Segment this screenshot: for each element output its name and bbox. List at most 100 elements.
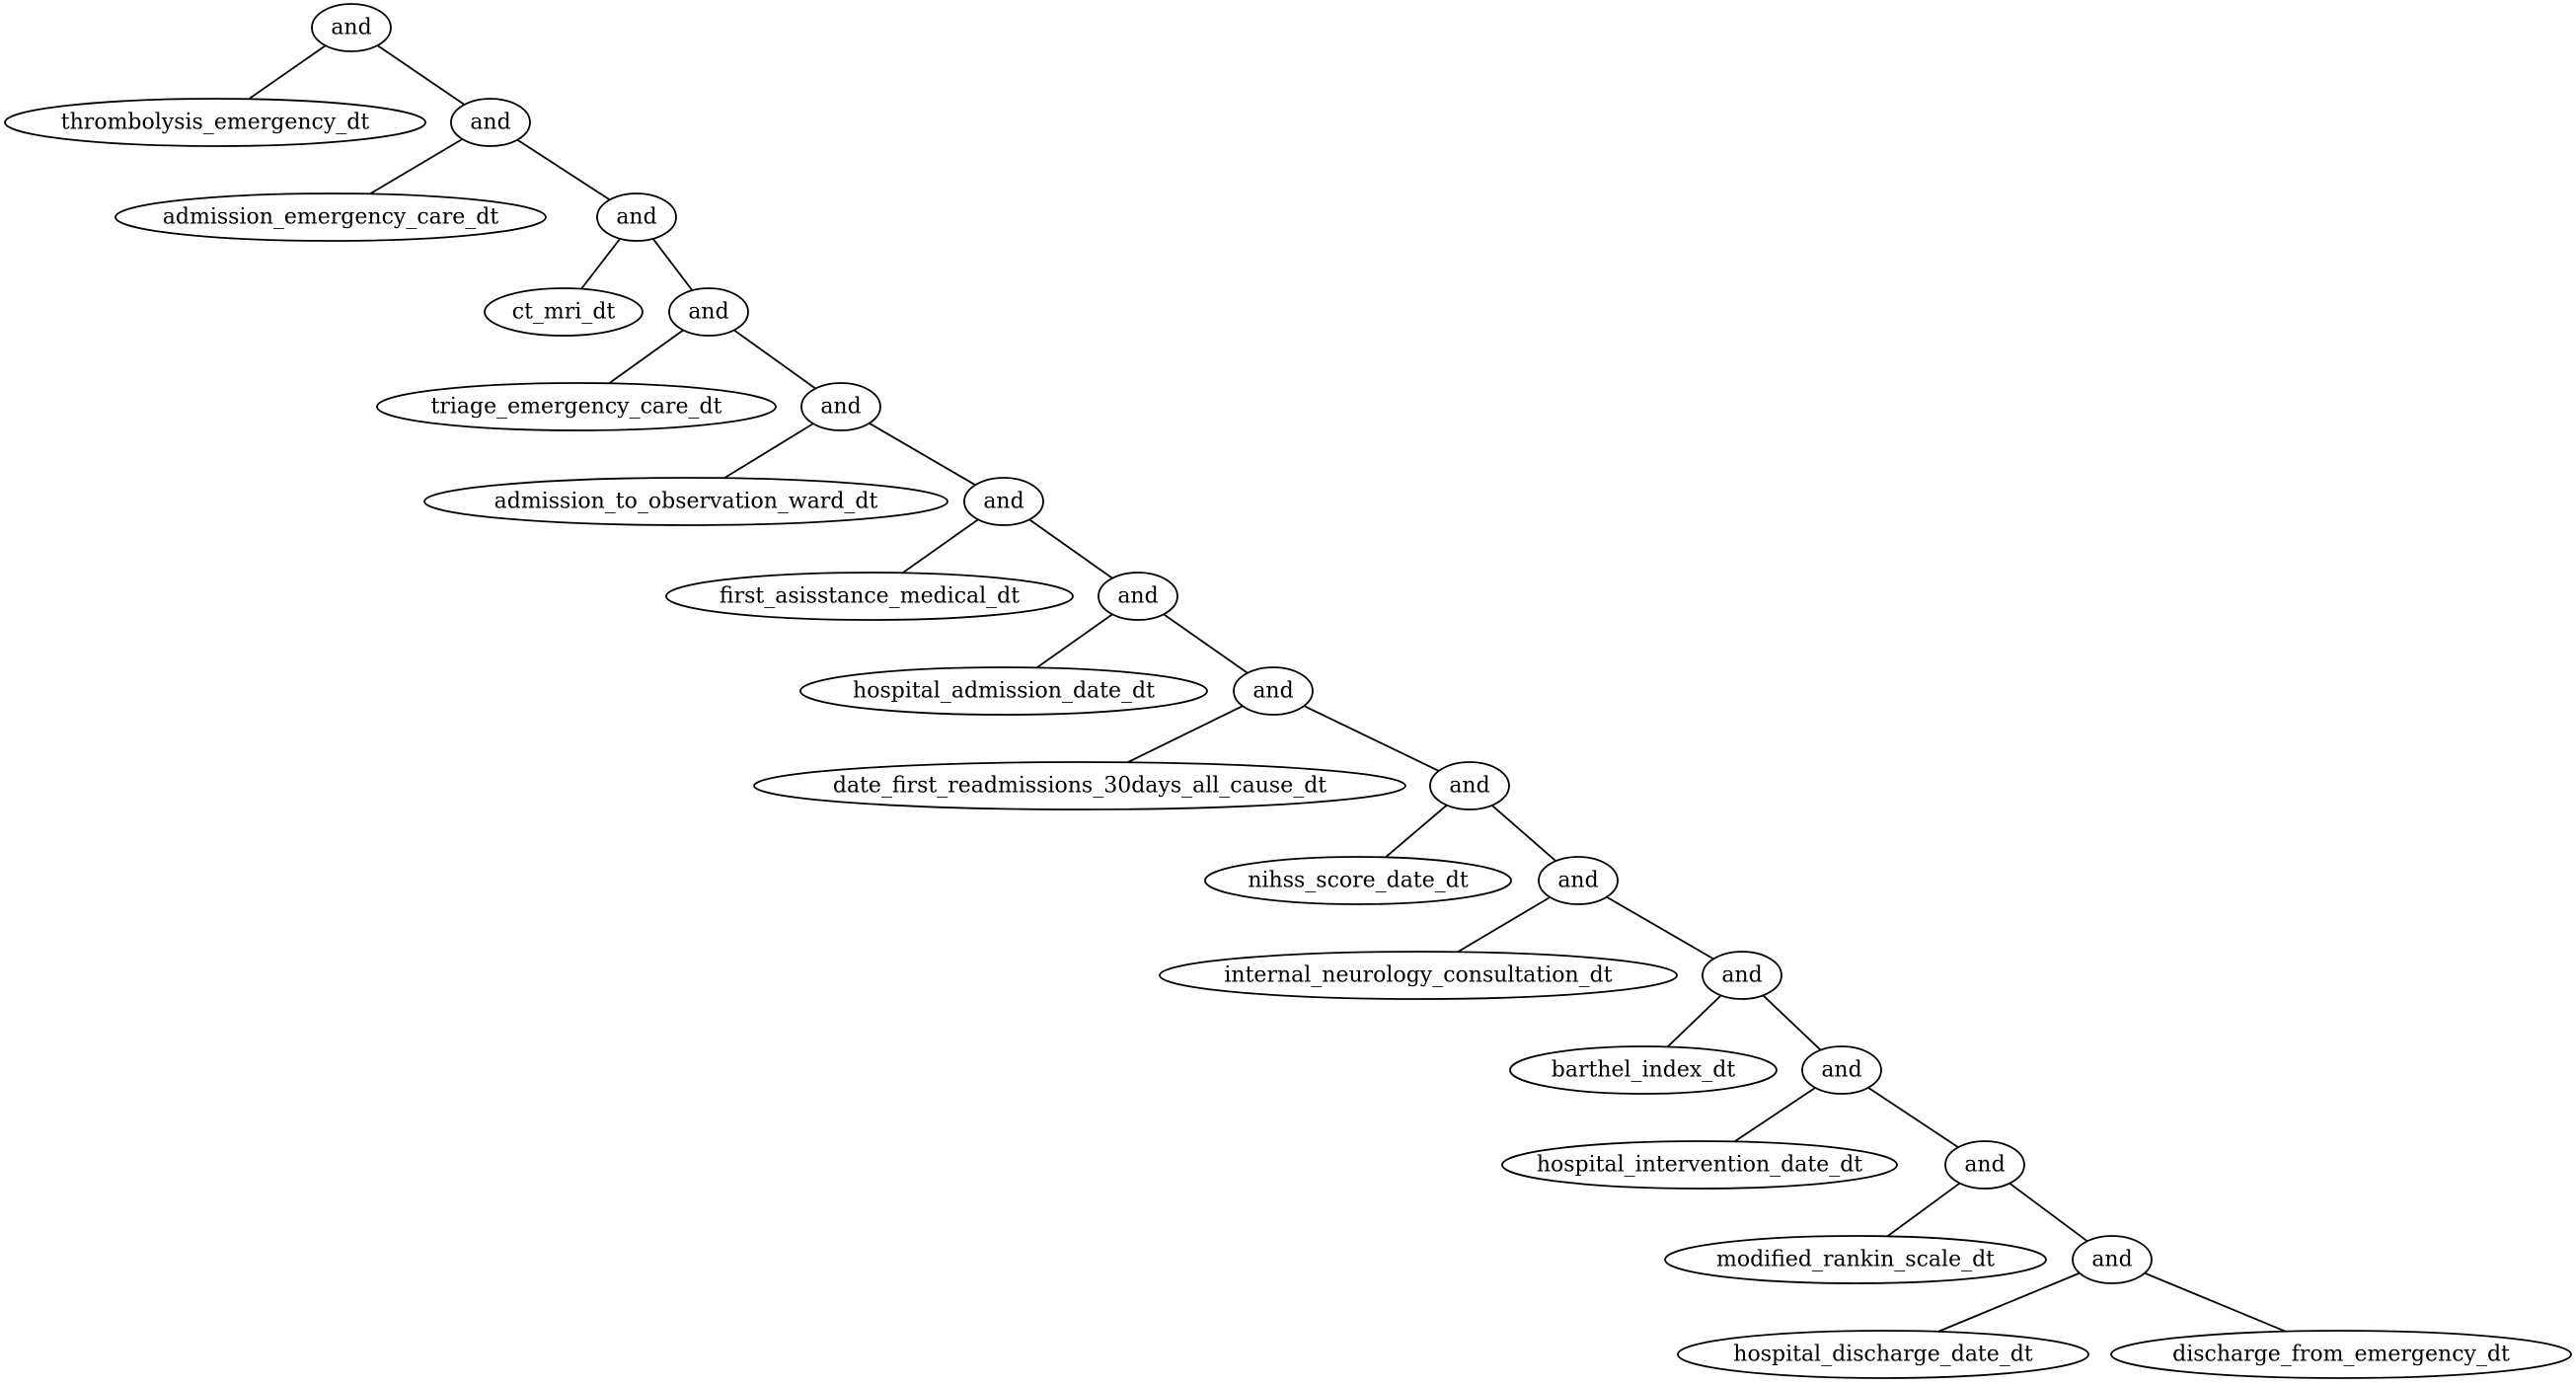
node-leaf9: nihss_score_date_dt [1204, 856, 1512, 905]
node-ellipse [668, 287, 749, 337]
node-ellipse [1702, 951, 1782, 1000]
node-and10: and [1538, 856, 1619, 905]
edge-and8-leaf8 [1127, 705, 1244, 764]
edge-and3-leaf3 [580, 238, 621, 290]
edge-and9-and10 [1491, 805, 1556, 862]
node-label: and [1821, 1058, 1861, 1083]
node-label: hospital_discharge_date_dt [1733, 1343, 2033, 1367]
node-ellipse [596, 192, 677, 242]
node-label: and [1721, 963, 1762, 988]
node-and14: and [2072, 1235, 2153, 1284]
edge-and7-and8 [1163, 613, 1249, 674]
node-ellipse [484, 287, 644, 337]
node-and3: and [596, 192, 677, 242]
node-label: and [2091, 1248, 2132, 1272]
node-label: and [1117, 584, 1158, 609]
node-and9: and [1429, 761, 1510, 810]
edge-and4-and5 [733, 329, 816, 390]
node-ellipse [311, 3, 392, 52]
node-and5: and [800, 382, 881, 431]
node-label: first_asisstance_medical_dt [720, 584, 1020, 609]
node-ellipse [800, 382, 881, 431]
node-label: ct_mri_dt [512, 300, 616, 325]
node-label: thrombolysis_emergency_dt [61, 111, 370, 135]
node-and12: and [1801, 1045, 1882, 1095]
node-ellipse [1098, 572, 1178, 621]
node-ellipse [423, 477, 948, 526]
node-ellipse [2072, 1235, 2153, 1284]
node-label: and [1557, 869, 1598, 893]
node-ellipse [1159, 951, 1678, 1000]
node-and6: and [963, 477, 1044, 526]
node-ellipse [1538, 856, 1619, 905]
edge-and7-leaf7 [1036, 613, 1113, 669]
node-ellipse [1801, 1045, 1882, 1095]
node-label: internal_neurology_consultation_dt [1224, 963, 1612, 988]
node-label: hospital_intervention_date_dt [1537, 1153, 1862, 1178]
edge-and10-and11 [1606, 895, 1714, 961]
edge-and11-and12 [1762, 994, 1822, 1051]
edge-and1-and2 [376, 44, 466, 106]
edge-and13-and14 [2008, 1182, 2088, 1243]
node-ellipse [450, 98, 531, 147]
node-ellipse [1233, 666, 1314, 716]
node-layer: and and and and and and and and and and and and and a… [4, 3, 2572, 1379]
node-leaf6: first_asisstance_medical_dt [665, 572, 1074, 621]
node-label: admission_to_observation_ward_dt [494, 490, 878, 514]
node-ellipse [2110, 1330, 2572, 1379]
node-leaf13: modified_rankin_scale_dt [1664, 1235, 2047, 1284]
node-and11: and [1702, 951, 1782, 1000]
node-ellipse [1664, 1235, 2047, 1284]
edge-and6-and7 [1028, 518, 1113, 579]
edge-and5-leaf5 [723, 423, 814, 480]
node-label: admission_emergency_care_dt [163, 205, 499, 230]
edge-and14-leaf14 [1937, 1271, 2081, 1333]
node-ellipse [665, 572, 1074, 621]
node-ellipse [1509, 1045, 1778, 1095]
node-label: hospital_admission_date_dt [853, 679, 1155, 704]
node-leaf10: internal_neurology_consultation_dt [1159, 951, 1678, 1000]
node-leaf4: triage_emergency_care_dt [376, 382, 777, 431]
node-ellipse [4, 98, 426, 147]
node-ellipse [753, 761, 1406, 810]
node-leaf7: hospital_admission_date_dt [799, 666, 1208, 716]
node-label: and [1964, 1153, 2005, 1178]
node-leaf8: date_first_readmissions_30days_all_cause… [753, 761, 1406, 810]
edge-and10-leaf10 [1457, 896, 1551, 954]
node-ellipse [963, 477, 1044, 526]
node-label: and [470, 111, 510, 135]
node-label: date_first_readmissions_30days_all_cause… [833, 774, 1326, 799]
edge-and8-and9 [1303, 705, 1440, 772]
node-and4: and [668, 287, 749, 337]
edge-and12-leaf12 [1733, 1087, 1816, 1143]
node-label: and [331, 16, 371, 40]
edge-and4-leaf4 [608, 329, 684, 385]
edge-and6-leaf6 [902, 518, 979, 575]
node-and2: and [450, 98, 531, 147]
node-and1: and [311, 3, 392, 52]
edge-and14-leaf15 [2144, 1271, 2287, 1333]
node-label: triage_emergency_care_dt [431, 395, 722, 420]
node-leaf2: admission_emergency_care_dt [114, 192, 547, 242]
node-label: and [616, 205, 656, 230]
edge-and1-leaf1 [248, 44, 327, 101]
node-label: barthel_index_dt [1552, 1058, 1736, 1083]
node-label: and [688, 300, 728, 325]
edge-and2-leaf2 [369, 138, 463, 195]
node-label: and [1252, 679, 1293, 704]
node-leaf11: barthel_index_dt [1509, 1045, 1778, 1095]
node-leaf15: discharge_from_emergency_dt [2110, 1330, 2572, 1379]
node-leaf12: hospital_intervention_date_dt [1501, 1140, 1898, 1190]
edge-and13-leaf13 [1886, 1182, 1961, 1238]
edge-and11-leaf11 [1666, 994, 1722, 1048]
node-and8: and [1233, 666, 1314, 716]
edge-and9-leaf9 [1385, 804, 1448, 859]
node-ellipse [1677, 1330, 2089, 1379]
node-ellipse [799, 666, 1208, 716]
node-label: nihss_score_date_dt [1248, 869, 1468, 893]
node-and13: and [1944, 1140, 2025, 1190]
node-leaf3: ct_mri_dt [484, 287, 644, 337]
node-leaf5: admission_to_observation_ward_dt [423, 477, 948, 526]
node-label: modified_rankin_scale_dt [1716, 1248, 1995, 1272]
